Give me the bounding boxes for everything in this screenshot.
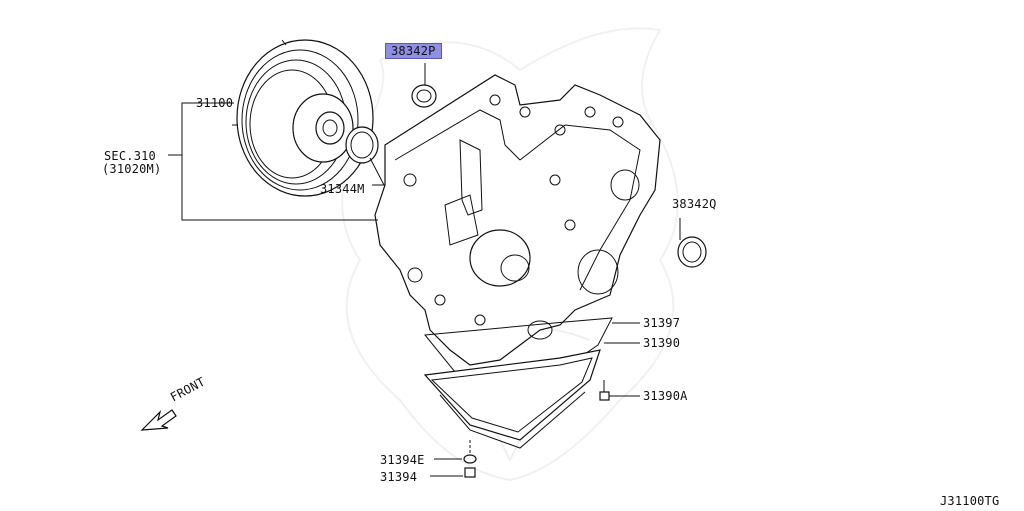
drawing-code: J31100TG bbox=[940, 494, 1000, 508]
part-label-sec310-sub: (31020M) bbox=[102, 162, 162, 176]
part-label-31390a[interactable]: 31390A bbox=[643, 389, 688, 403]
part-label-31100[interactable]: 31100 bbox=[196, 96, 234, 110]
part-label-38342q[interactable]: 38342Q bbox=[672, 197, 717, 211]
oil-pan-31390[interactable] bbox=[423, 349, 601, 449]
drain-plug-31394[interactable] bbox=[464, 467, 476, 478]
front-arrow-icon bbox=[140, 409, 177, 431]
seal-31344m[interactable] bbox=[345, 126, 379, 164]
leader-lines bbox=[168, 63, 681, 477]
seal-38342q[interactable] bbox=[677, 236, 707, 268]
part-label-sec310[interactable]: SEC.310 bbox=[104, 149, 156, 163]
torque-converter-31100[interactable] bbox=[232, 39, 374, 197]
part-label-31394[interactable]: 31394 bbox=[380, 470, 418, 484]
part-label-31397[interactable]: 31397 bbox=[643, 316, 681, 330]
transmission-case[interactable] bbox=[374, 74, 661, 366]
part-label-31344m[interactable]: 31344M bbox=[320, 182, 365, 196]
seal-38342p[interactable] bbox=[411, 84, 437, 108]
part-label-31390[interactable]: 31390 bbox=[643, 336, 681, 350]
bolt-31390a[interactable] bbox=[599, 380, 610, 401]
part-label-31394e[interactable]: 31394E bbox=[380, 453, 425, 467]
part-label-38342p[interactable]: 38342P bbox=[385, 43, 442, 59]
washer-31394e[interactable] bbox=[463, 454, 477, 464]
